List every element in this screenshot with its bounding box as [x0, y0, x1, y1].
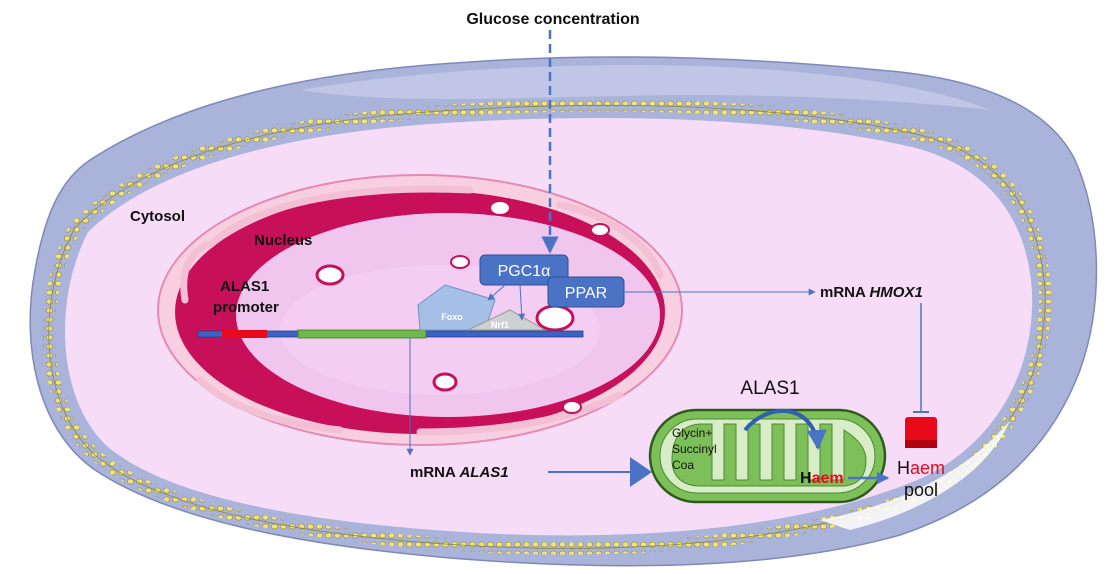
nucleus-label: Nucleus	[254, 232, 312, 249]
alas1-gene-region	[297, 329, 427, 339]
foxo-factor	[417, 284, 496, 331]
pool-label: pool	[904, 480, 938, 500]
alas1-translation-arrow	[630, 457, 652, 487]
alas1-reaction-arrow	[743, 408, 827, 450]
alas1-promoter-label-2: promoter	[213, 299, 279, 316]
nrf1-label: Nrf1	[491, 320, 509, 330]
mrna-alas1-label: mRNA ALAS1	[410, 464, 509, 481]
haem-label: Haem	[800, 470, 844, 487]
alas1-promoter-region	[222, 330, 267, 338]
haem-pool-block	[905, 417, 937, 447]
nrf1-factor	[467, 309, 547, 331]
alas1-enzyme-label: ALAS1	[740, 378, 799, 399]
ppar-label: PPAR	[565, 285, 607, 302]
mitochondrion-cristae	[671, 423, 867, 487]
cytosol-label: Cytosol	[130, 208, 185, 225]
haem-pool-label: Haem	[897, 458, 945, 478]
foxo-label: Foxo	[441, 312, 463, 322]
glucose-label: Glucose concentration	[466, 11, 639, 28]
substrate-label-2: Succinyl	[672, 442, 717, 456]
mrna-hmox1-label: mRNA HMOX1	[820, 284, 923, 301]
cell-top-highlight	[300, 65, 990, 110]
pgc1a-label: PGC1α	[498, 263, 551, 280]
substrate-label-1: Glycin+	[672, 426, 712, 440]
pgc1a-box	[479, 254, 569, 286]
substrate-label-3: Coa	[672, 458, 694, 472]
alas1-promoter-label-1: ALAS1	[220, 278, 269, 295]
